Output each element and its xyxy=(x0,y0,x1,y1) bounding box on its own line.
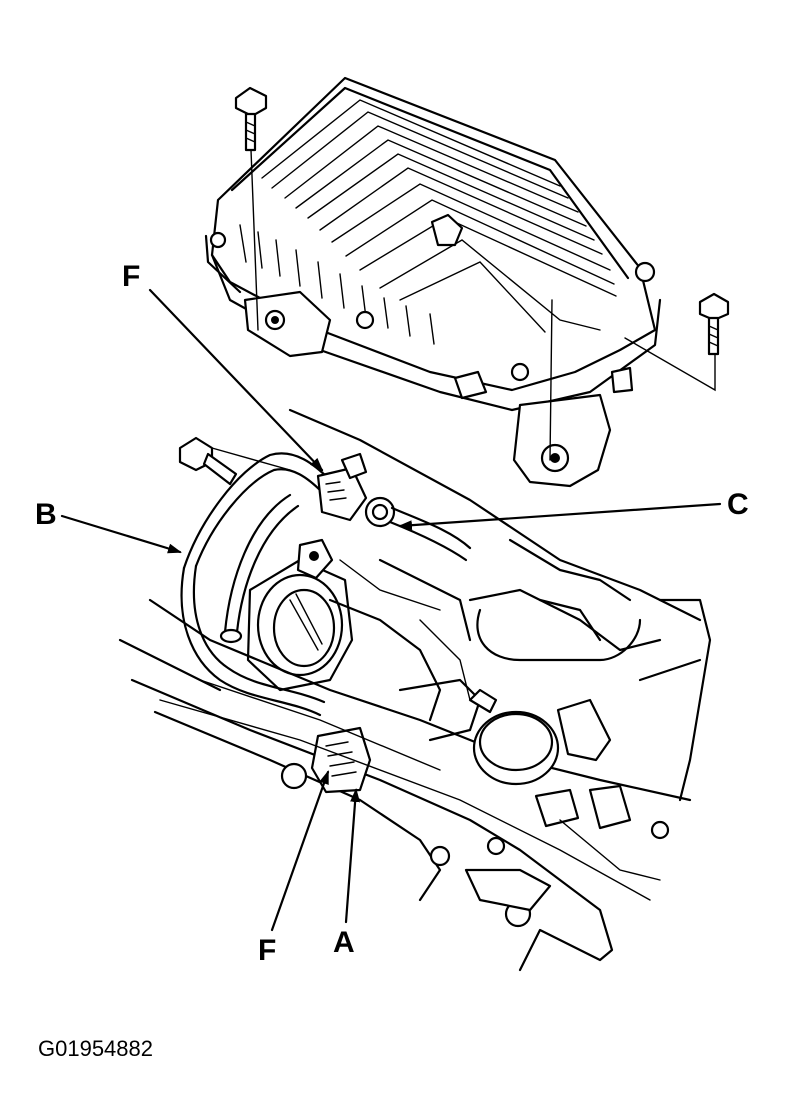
callout-b: B xyxy=(35,498,57,531)
arrow-icon xyxy=(148,288,324,472)
callout-c: C xyxy=(727,488,749,521)
arrow-icon xyxy=(60,514,182,554)
arrow-icon xyxy=(270,770,330,932)
intake-duct xyxy=(246,538,354,692)
filler-cap xyxy=(468,688,612,786)
callout-a: A xyxy=(333,926,355,959)
connector-f-upper xyxy=(316,452,472,562)
bolt-icon xyxy=(698,292,730,356)
callout-f-lower: F xyxy=(258,934,277,967)
arrow-icon xyxy=(344,788,361,924)
figure-id: G01954882 xyxy=(38,1036,153,1061)
callout-f-upper: F xyxy=(122,260,141,293)
engine-body xyxy=(118,408,712,972)
arrow-icon xyxy=(398,502,722,531)
air-cleaner-housing xyxy=(204,76,662,488)
breather-hose xyxy=(180,452,332,717)
bolt-icon xyxy=(178,436,238,486)
bolt-icon xyxy=(234,86,268,152)
